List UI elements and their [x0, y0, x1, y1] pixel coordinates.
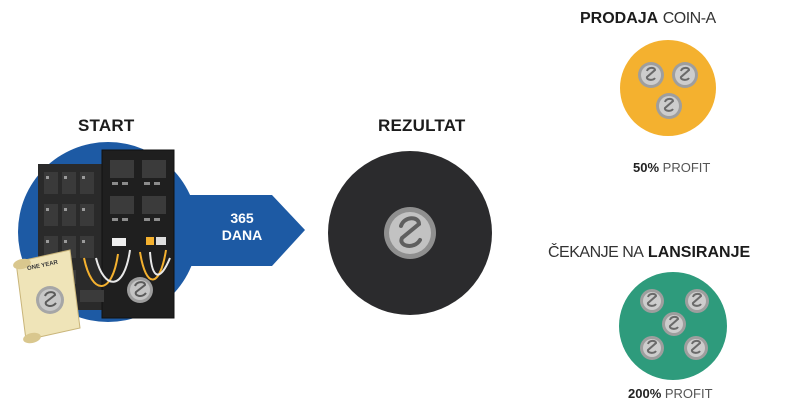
sell-title: PRODAJA COIN-A [580, 10, 716, 28]
result-circle [328, 151, 492, 315]
sell-profit: 50% PROFIT [633, 160, 710, 175]
sell-coin [672, 62, 698, 88]
mining-cabinet [38, 149, 175, 319]
wait-coin [685, 289, 709, 313]
arrow-text: 365 DANA [216, 210, 268, 244]
sell-title-light: COIN-A [662, 10, 717, 27]
sell-profit-value: 50% [633, 160, 660, 175]
wait-profit-value: 200% [628, 386, 662, 401]
wait-title-light: ČEKANJE NA [548, 244, 644, 261]
sell-circle [620, 40, 716, 136]
result-label: REZULTAT [378, 116, 466, 135]
arrow-line2: DANA [221, 227, 263, 243]
wait-title: ČEKANJE NA LANSIRANJE [548, 244, 750, 262]
wait-coin [640, 336, 664, 360]
arrow-line1: 365 [230, 210, 254, 226]
wait-title-bold: LANSIRANJE [647, 244, 751, 261]
result-coin [384, 207, 436, 259]
sell-coin [638, 62, 664, 88]
wait-profit-label: PROFIT [664, 386, 713, 401]
wait-circle [619, 272, 727, 380]
one-year-scroll [13, 249, 81, 344]
sell-profit-label: PROFIT [662, 160, 711, 175]
wait-coin [662, 312, 686, 336]
wait-profit: 200% PROFIT [628, 386, 713, 401]
sell-title-bold: PRODAJA [580, 10, 659, 27]
arrow-365-dana [160, 195, 305, 266]
sell-coin [656, 93, 682, 119]
start-illustration [13, 142, 305, 344]
start-label: START [78, 116, 135, 135]
wait-coin [640, 289, 664, 313]
wait-coin [684, 336, 708, 360]
